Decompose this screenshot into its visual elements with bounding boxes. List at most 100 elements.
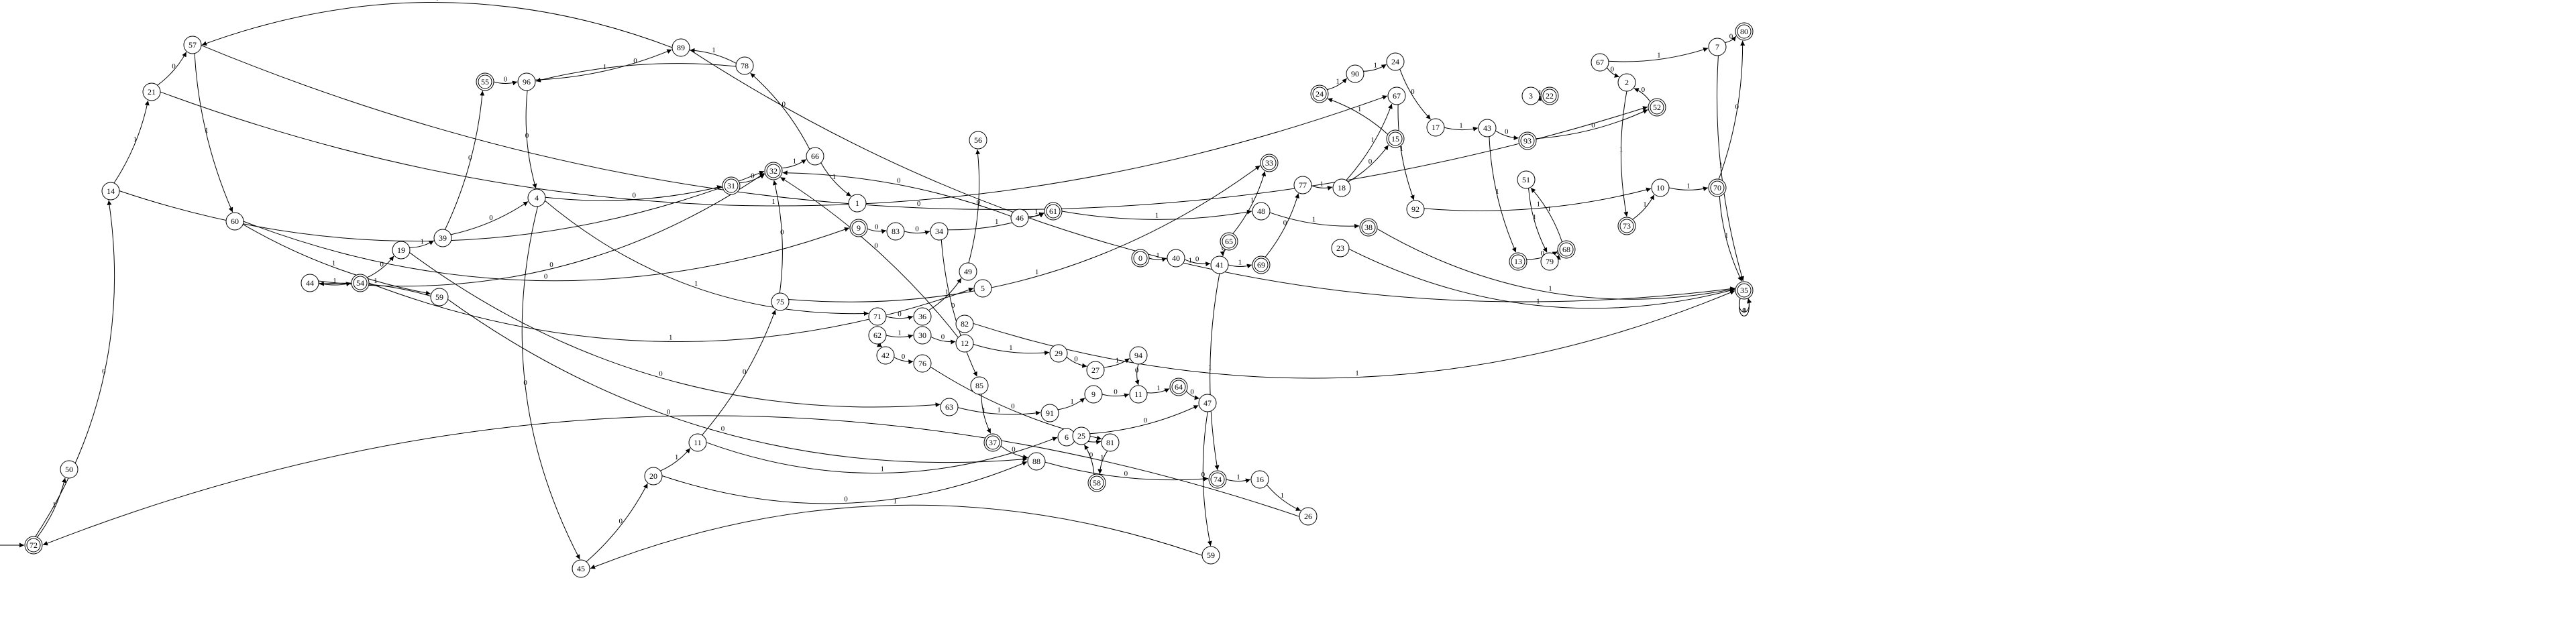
transition-arrow (1399, 68, 1432, 120)
state-label: 61 (1049, 207, 1057, 216)
state-40: 40 (1167, 249, 1185, 268)
state-label: 4 (535, 193, 539, 203)
state-circle (1310, 84, 1329, 103)
transition-label: 0 (875, 223, 879, 231)
accepting-ring (1388, 131, 1403, 146)
state-circle (848, 194, 867, 213)
state-3: 3 (1521, 87, 1540, 105)
state-label: 46 (1016, 213, 1024, 223)
accepting-ring (1737, 24, 1752, 39)
transition-36-49: 1 (928, 278, 962, 311)
transition-41-69: 1 (1228, 258, 1252, 269)
state-67: 67 (1387, 87, 1406, 105)
transition-label: 1 (1371, 136, 1375, 144)
state-18: 18 (1332, 178, 1351, 197)
state-label: 85 (975, 381, 983, 390)
transition-arrow (1269, 212, 1360, 229)
state-31: 31 (722, 176, 741, 195)
transition-arrow (1220, 249, 1226, 257)
transition-label: 0 (1011, 402, 1015, 410)
transition-label: 0 (897, 176, 901, 184)
state-71: 71 (868, 307, 887, 326)
state-label: 7 (1715, 42, 1719, 52)
transition-46-61: 1 (1028, 208, 1044, 218)
transition-75-32: 0 (772, 180, 784, 294)
transition-arrow (1725, 36, 1737, 44)
state-54: 54 (351, 274, 370, 292)
state-51: 51 (1517, 170, 1536, 189)
transition-21-57: 0 (157, 52, 187, 86)
transition-41-74: 1 (1208, 273, 1220, 471)
transition-arrow (1397, 104, 1415, 201)
state-73: 73 (1617, 217, 1636, 235)
transition-arrow (201, 1, 673, 48)
transition-49-56: 0 (968, 149, 981, 264)
state-circle (1220, 232, 1238, 251)
state-12: 12 (955, 334, 974, 353)
transition-arrow (690, 48, 737, 64)
transition-arrow (1632, 194, 1655, 220)
transition-label: 0 (1201, 471, 1205, 479)
state-15: 15 (1386, 129, 1405, 148)
transition-label: 0 (1411, 88, 1415, 96)
state-circle (1169, 378, 1188, 396)
state-label: 58 (1093, 478, 1101, 488)
state-circle (1252, 202, 1271, 221)
accepting-ring (1559, 242, 1574, 257)
transition-39-4: 0 (450, 201, 529, 235)
transition-label: 0 (468, 154, 472, 162)
state-circle (955, 314, 974, 333)
transition-label: 1 (603, 63, 607, 71)
transition-label: 1 (1719, 162, 1723, 170)
transition-label: 0 (1591, 121, 1595, 129)
transitions: 1010011010101001100001001100010101001001… (35, 0, 1752, 569)
transition-label: 1 (1156, 251, 1160, 260)
transition-arrow (1104, 358, 1130, 368)
state-circle (913, 354, 932, 373)
transition-arrow (981, 394, 991, 434)
transition-7-80: 0 (1725, 32, 1737, 44)
state-label: 23 (1336, 243, 1344, 253)
transition-78-89: 1 (690, 46, 737, 64)
transition-10-70: 1 (1668, 182, 1709, 192)
state-label: 62 (873, 331, 881, 340)
transition-label: 0 (632, 192, 636, 200)
transition-label: 1 (1533, 213, 1537, 221)
state-47: 47 (1198, 394, 1217, 412)
state-circle (1509, 252, 1527, 271)
state-30: 30 (913, 326, 932, 345)
state-24: 24 (1386, 52, 1405, 71)
transition-7-35: 1 (1717, 55, 1744, 282)
transition-31-32: 0 (739, 172, 765, 184)
state-circle (1131, 249, 1150, 268)
state-label: 81 (1106, 438, 1114, 447)
transition-arrow (1066, 356, 1087, 368)
accepting-ring (1133, 251, 1148, 266)
state-circle (1299, 507, 1318, 526)
state-circle (1198, 394, 1217, 412)
state-circle (1617, 73, 1636, 92)
state-56: 56 (969, 131, 987, 150)
state-16: 16 (1250, 470, 1269, 489)
transition-arrow (493, 80, 518, 86)
state-70: 70 (1708, 178, 1727, 197)
transition-arrow (706, 437, 1058, 474)
transition-label: 1 (675, 453, 679, 461)
transition-91-9b: 1 (1057, 398, 1085, 410)
accepting-ring (478, 74, 492, 89)
transition-arrow (1739, 298, 1752, 317)
state-24: 24 (1310, 84, 1329, 103)
transition-label: 1 (1116, 357, 1120, 365)
state-20: 20 (644, 467, 663, 485)
transition-arrow (928, 278, 962, 311)
state-circle (930, 222, 949, 241)
transition-66-1: 1 (820, 162, 851, 197)
state-label: 9 (1091, 390, 1095, 399)
state-circle (1027, 452, 1046, 471)
state-label: 77 (1299, 180, 1307, 190)
state-59: 59 (1201, 546, 1220, 565)
transition-72-14: 0 (35, 200, 115, 537)
transition-label: 0 (667, 408, 671, 416)
state-label: 32 (769, 166, 777, 176)
transition-arrow (201, 45, 1648, 211)
